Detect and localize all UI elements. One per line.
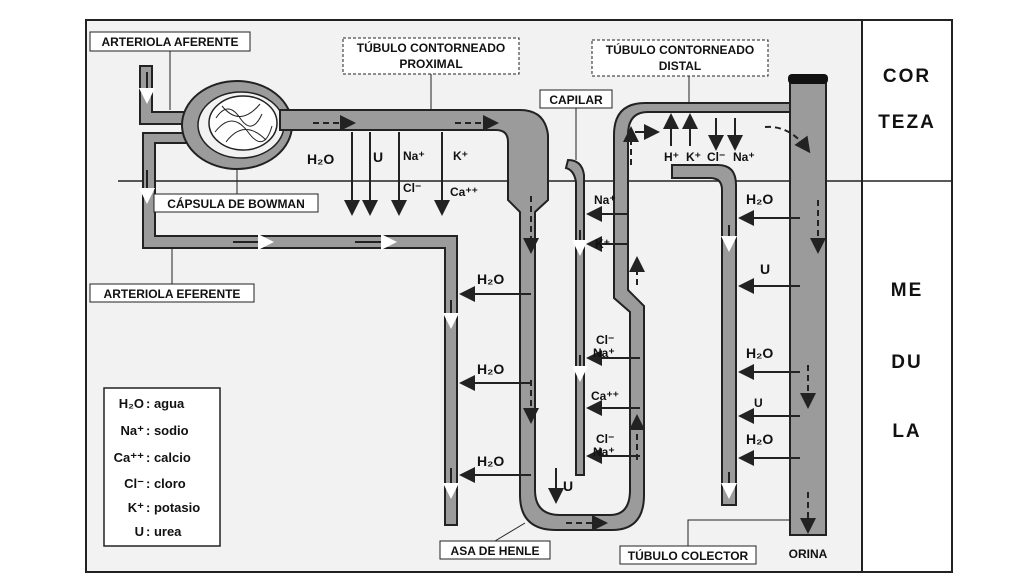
ion-henle-h2o-1: H₂O [477, 271, 504, 287]
glomerulus [208, 95, 278, 151]
legend-symbol: U [135, 524, 144, 539]
collecting-duct-cap [788, 74, 828, 84]
legend-symbol: Ca⁺⁺ [114, 450, 144, 465]
efferent-arteriole [142, 132, 458, 526]
ion-proximal-h2o: H₂O [307, 151, 334, 167]
ion-henle-h2o-2: H₂O [477, 361, 504, 377]
flow-arrows [139, 72, 826, 534]
zone-panel [861, 19, 953, 573]
ion-proximal-na: Na⁺ [403, 149, 425, 163]
legend-symbol: H₂O [119, 396, 144, 411]
collector-leader [687, 519, 790, 546]
ion-ascending-cl-1: Cl⁻ [596, 333, 614, 347]
ascending-ion-arrows [586, 206, 640, 464]
ion-collector-urea-1: U [760, 261, 770, 277]
proximal-reabsorption-arrows [344, 132, 450, 216]
distal-label-box [591, 39, 769, 77]
proximal-label-box [342, 37, 520, 75]
legend-box [103, 387, 221, 547]
legend-meaning: : cloro [146, 476, 186, 491]
ion-proximal-urea: U [373, 149, 383, 165]
ion-distal-h: H⁺ [664, 150, 679, 164]
legend-meaning: : sodio [146, 423, 189, 438]
urine-label: ORINA [789, 547, 828, 561]
henle-label: ASA DE HENLE [451, 544, 540, 558]
ion-proximal-k: K⁺ [453, 149, 468, 163]
ion-collector-h2o-1: H₂O [746, 191, 773, 207]
zone-medulla-line2: DU [891, 352, 922, 373]
ion-collector-h2o-3: H₂O [746, 431, 773, 447]
zone-cortex-line2: TEZA [878, 112, 936, 133]
distal-exchange-arrows [663, 113, 743, 151]
ion-ascending-k: K⁺ [595, 237, 610, 251]
zone-cortex-line1: COR [883, 66, 931, 87]
afferent-label: ARTERIOLA AFERENTE [101, 35, 238, 49]
zone-medulla-line1: ME [891, 280, 924, 301]
legend-symbol: Na⁺ [121, 423, 145, 438]
capillary-label: CAPILAR [549, 93, 603, 107]
henle-water-arrows [459, 286, 531, 483]
henle-leader [494, 522, 526, 542]
legend-meaning: : agua [146, 396, 185, 411]
bowman-label: CÁPSULA DE BOWMAN [167, 196, 305, 211]
ion-ascending-na-1: Na⁺ [594, 193, 616, 207]
ion-proximal-ca: Ca⁺⁺ [450, 185, 478, 199]
bowman-label-box [153, 193, 319, 213]
legend-symbol: Cl⁻ [124, 476, 144, 491]
collector-reabsorption-arrows [738, 210, 800, 466]
proximal-label-line1: TÚBULO CONTORNEADO [357, 40, 505, 55]
zone-medulla-line3: LA [892, 421, 921, 442]
ion-ascending-na-3: Na⁺ [593, 445, 615, 459]
ion-henle-h2o-3: H₂O [477, 453, 504, 469]
ion-collector-h2o-2: H₂O [746, 345, 773, 361]
ion-distal-k: K⁺ [686, 150, 701, 164]
legend-meaning: : urea [146, 524, 182, 539]
proximal-tubule [279, 102, 791, 531]
collecting-duct [789, 79, 827, 536]
ion-distal-na: Na⁺ [733, 150, 755, 164]
legend-meaning: : calcio [146, 450, 191, 465]
ion-proximal-cl: Cl⁻ [403, 181, 421, 195]
efferent-label: ARTERIOLA EFERENTE [104, 287, 241, 301]
distal-label-line1: TÚBULO CONTORNEADO [606, 42, 754, 57]
ion-distal-cl: Cl⁻ [707, 150, 725, 164]
legend-symbol: K⁺ [128, 500, 144, 515]
ion-ascending-na-2: Na⁺ [593, 346, 615, 360]
distal-label-line2: DISTAL [659, 59, 701, 73]
ion-collector-urea-2: U [754, 396, 763, 410]
collector-label: TÚBULO COLECTOR [628, 548, 749, 563]
ion-ascending-ca: Ca⁺⁺ [591, 389, 619, 403]
legend-entries: H₂O : agua Na⁺ : sodio Ca⁺⁺ : calcio Cl⁻… [114, 396, 201, 539]
proximal-label-line2: PROXIMAL [399, 57, 462, 71]
distal-descending-tube [671, 164, 737, 506]
legend-meaning: : potasio [146, 500, 200, 515]
glomerulus-capillaries [214, 103, 273, 143]
ion-ascending-cl-2: Cl⁻ [596, 432, 614, 446]
ion-henle-urea: U [563, 478, 573, 494]
